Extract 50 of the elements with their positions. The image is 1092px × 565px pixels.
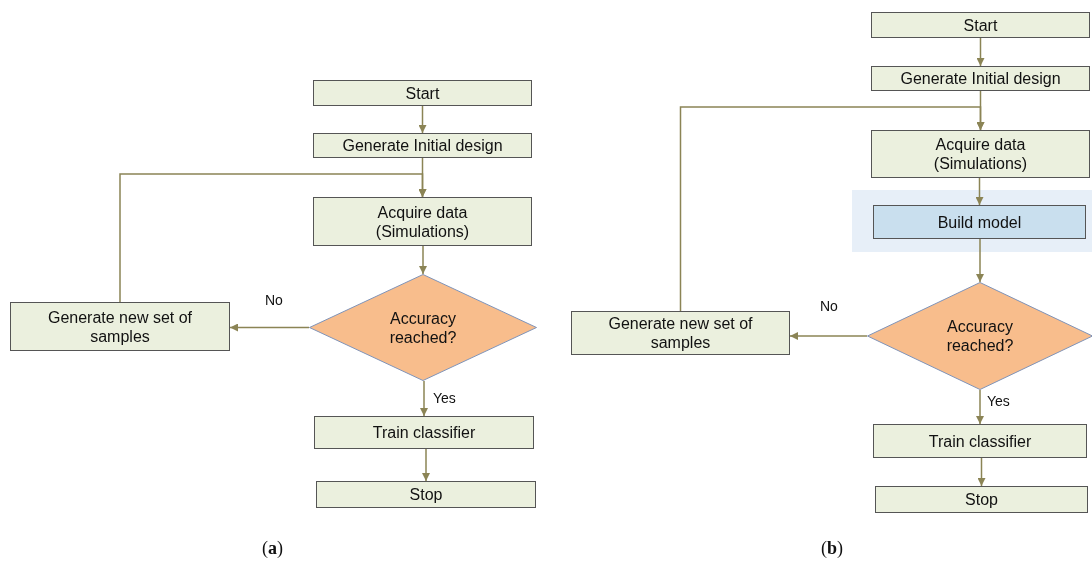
step-label: Acquire data (Simulations)	[374, 202, 471, 241]
process-box	[875, 486, 1088, 513]
arrow	[975, 177, 984, 206]
step-label: Train classifier	[928, 431, 1032, 451]
step-label: Generate new set of samples	[46, 307, 194, 346]
arrow	[418, 105, 427, 134]
process-box	[313, 133, 532, 158]
arrow	[679, 106, 985, 312]
arrow	[229, 323, 310, 332]
arrow	[976, 37, 985, 67]
highlight-band	[852, 190, 1092, 252]
edge-label: No	[820, 298, 838, 314]
arrow	[976, 389, 984, 425]
step-label: Accuracy reached?	[945, 317, 1015, 355]
step-label: Generate new set of samples	[607, 314, 754, 352]
arrow	[420, 380, 428, 417]
process-box	[873, 424, 1087, 458]
step-label: Stop	[965, 490, 998, 509]
panel-caption: (b)	[821, 538, 843, 559]
step-label: Generate Initial design	[900, 69, 1061, 88]
process-box	[871, 130, 1090, 178]
process-box	[873, 205, 1086, 239]
process-box	[314, 416, 534, 449]
process-box	[871, 66, 1090, 91]
step-label: Build model	[937, 212, 1022, 232]
arrow	[419, 245, 427, 275]
decision-diamond	[309, 274, 537, 381]
step-label: Acquire data (Simulations)	[932, 135, 1029, 173]
arrow	[119, 173, 427, 303]
process-box	[871, 12, 1090, 38]
arrow	[976, 238, 984, 283]
process-box	[10, 302, 230, 351]
edge-label: Yes	[433, 390, 456, 406]
decision-diamond	[867, 282, 1092, 390]
step-label: Accuracy reached?	[388, 308, 458, 347]
process-box	[571, 311, 790, 355]
edge-label: No	[265, 292, 283, 308]
process-box	[313, 80, 532, 106]
panel-caption: (a)	[262, 538, 283, 559]
step-label: Start	[405, 83, 440, 103]
process-box	[313, 197, 532, 246]
edge-label: Yes	[987, 393, 1010, 409]
arrow	[977, 457, 986, 487]
step-label: Train classifier	[372, 423, 476, 442]
step-label: Start	[963, 15, 998, 35]
arrow	[422, 448, 430, 482]
arrow	[789, 332, 868, 340]
step-label: Stop	[409, 485, 443, 504]
process-box	[316, 481, 536, 508]
step-label: Generate Initial design	[342, 136, 503, 155]
